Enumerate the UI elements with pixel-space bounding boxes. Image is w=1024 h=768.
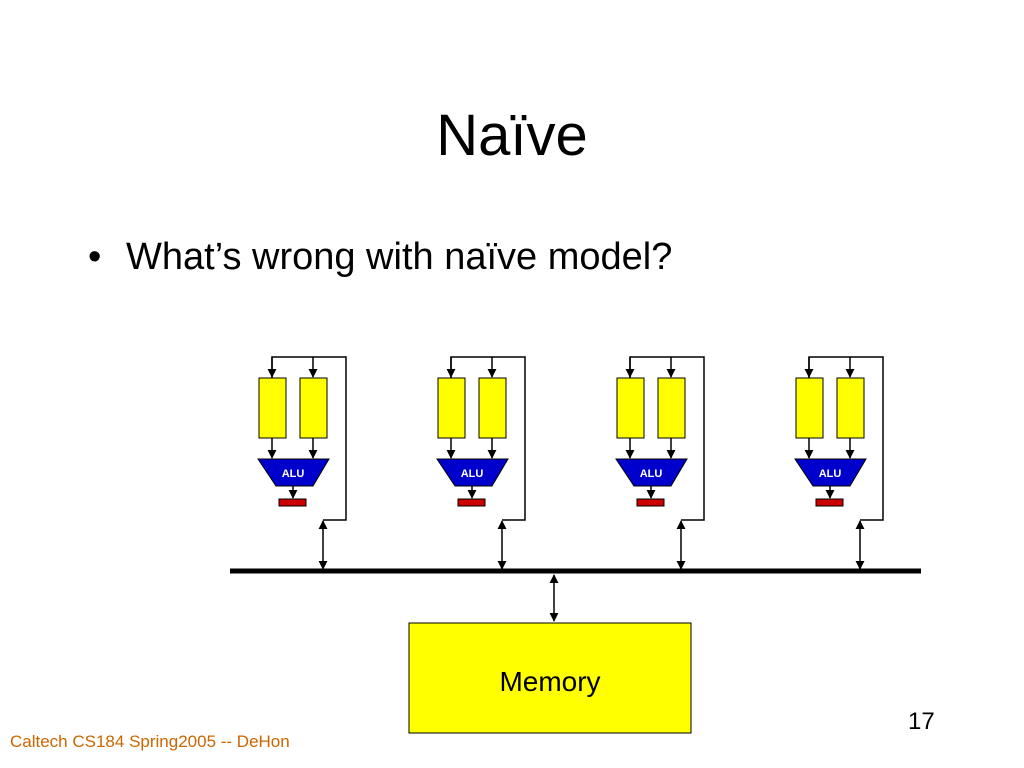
bullet-marker: • <box>88 236 102 278</box>
register-a <box>437 377 466 439</box>
register-a <box>795 377 824 439</box>
alu-label: ALU <box>640 468 663 480</box>
memory-block <box>408 622 692 734</box>
register-a <box>616 377 645 439</box>
alu <box>257 458 330 487</box>
output-register <box>815 498 844 507</box>
footer-text: Caltech CS184 Spring2005 -- DeHon <box>10 732 290 751</box>
processor-unit: ALU <box>436 356 526 570</box>
processor-unit: ALU <box>794 356 884 570</box>
register-b <box>836 377 865 439</box>
bullet-list: • What’s wrong with naïve model? <box>88 228 672 286</box>
processor-unit: ALU <box>615 356 705 570</box>
bullet-item: • What’s wrong with naïve model? <box>88 228 672 286</box>
alu <box>794 458 867 487</box>
output-register <box>278 498 307 507</box>
page-number: 17 <box>908 708 935 735</box>
alu <box>615 458 688 487</box>
alu-label: ALU <box>461 468 484 480</box>
bullet-text: What’s wrong with naïve model? <box>126 236 673 278</box>
processor-unit: ALU <box>257 356 347 570</box>
alu-label: ALU <box>282 468 305 480</box>
register-b <box>299 377 328 439</box>
memory-label: Memory <box>499 666 600 697</box>
alu <box>436 458 509 487</box>
alu-label: ALU <box>819 468 842 480</box>
register-b <box>478 377 507 439</box>
slide-title: Naïve <box>436 103 588 168</box>
output-register <box>457 498 486 507</box>
register-b <box>657 377 686 439</box>
register-a <box>258 377 287 439</box>
output-register <box>636 498 665 507</box>
